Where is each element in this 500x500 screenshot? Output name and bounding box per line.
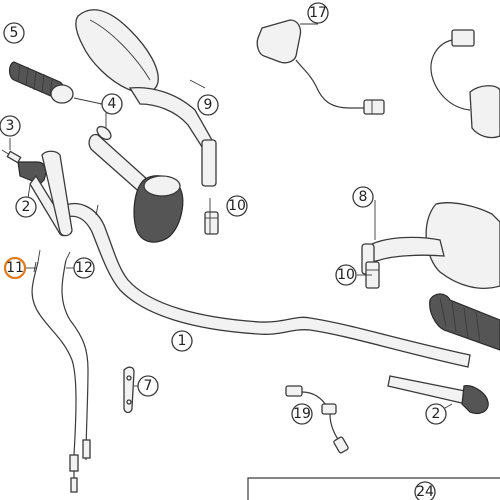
- connector-19[interactable]: [285, 385, 349, 454]
- callout-12[interactable]: 12: [73, 257, 95, 279]
- svg-text:4: 4: [108, 96, 117, 112]
- bolt-3[interactable]: [1, 149, 22, 164]
- callout-17[interactable]: 17: [307, 2, 329, 24]
- svg-text:3: 3: [6, 118, 15, 134]
- grip-right[interactable]: [429, 293, 500, 351]
- clip-7[interactable]: [123, 366, 135, 414]
- callout-9[interactable]: 9: [197, 94, 219, 116]
- switch-right[interactable]: [430, 29, 500, 139]
- mirror-9[interactable]: [75, 9, 217, 187]
- mirror-8[interactable]: [361, 202, 500, 289]
- bar-insert[interactable]: [41, 150, 73, 237]
- callout-11[interactable]: 11: [3, 256, 27, 280]
- callout-3[interactable]: 3: [0, 115, 21, 137]
- bar-end-2-right[interactable]: [387, 375, 489, 415]
- callout-2-left[interactable]: 2: [15, 196, 37, 218]
- throttle-housing[interactable]: [133, 175, 184, 243]
- bolt-10-left[interactable]: [204, 211, 219, 235]
- inset-frame: [247, 477, 500, 500]
- svg-text:10: 10: [337, 267, 355, 283]
- handlebar[interactable]: [65, 202, 471, 368]
- clutch-cable-11[interactable]: [31, 249, 79, 493]
- callout-10-right[interactable]: 10: [335, 264, 357, 286]
- grip-5[interactable]: [8, 61, 74, 104]
- callout-5[interactable]: 5: [3, 22, 25, 44]
- svg-text:7: 7: [144, 378, 153, 394]
- svg-text:12: 12: [75, 260, 93, 276]
- svg-text:5: 5: [10, 25, 19, 41]
- svg-text:11: 11: [6, 260, 24, 276]
- svg-text:10: 10: [228, 198, 246, 214]
- callout-7[interactable]: 7: [137, 375, 159, 397]
- throttle-cable-12[interactable]: [61, 251, 91, 461]
- svg-text:8: 8: [359, 189, 368, 205]
- callout-8[interactable]: 8: [352, 186, 374, 208]
- svg-text:24: 24: [416, 484, 434, 500]
- callout-10-left[interactable]: 10: [226, 195, 248, 217]
- svg-text:1: 1: [178, 333, 187, 349]
- callout-4[interactable]: 4: [101, 93, 123, 115]
- callout-1[interactable]: 1: [171, 330, 193, 352]
- svg-text:2: 2: [22, 199, 31, 215]
- svg-text:2: 2: [432, 406, 441, 422]
- handlebar-mark: [95, 204, 99, 216]
- leader-lines: [9, 23, 453, 415]
- callout-19[interactable]: 19: [291, 403, 313, 425]
- callout-24[interactable]: 24: [414, 481, 436, 500]
- callout-2-right[interactable]: 2: [425, 403, 447, 425]
- switch-17[interactable]: [256, 19, 385, 115]
- svg-text:17: 17: [309, 5, 327, 21]
- svg-text:19: 19: [293, 406, 311, 422]
- svg-text:9: 9: [204, 97, 213, 113]
